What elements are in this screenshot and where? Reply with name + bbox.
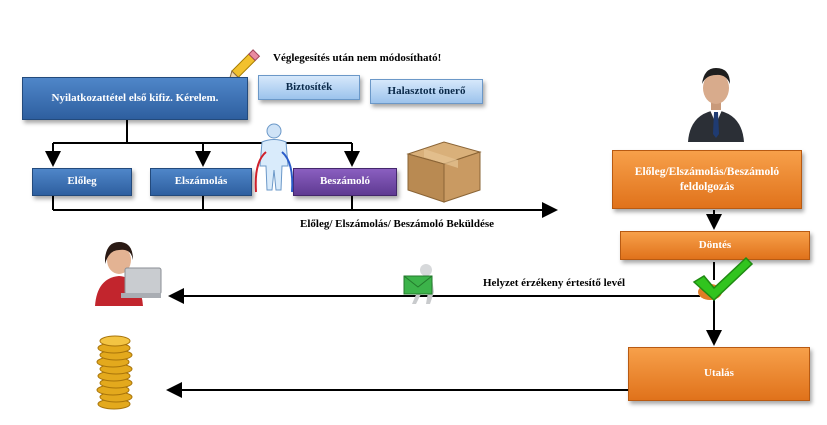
decision-box: Döntés [620,231,810,260]
advance-box: Előleg [32,168,132,196]
pencil-icon [228,49,261,81]
report-box: Beszámoló [293,168,397,196]
coins-icon [96,335,133,410]
check-icon [692,256,754,302]
submission-label: Előleg/ Elszámolás/ Beszámoló Beküldése [300,218,495,230]
mail-runner-icon [403,264,434,304]
settlement-box: Elszámolás [150,168,252,196]
user-laptop-icon [95,242,162,306]
guarantee-box: Biztosíték [258,75,360,100]
notification-label: Helyzet érzékeny értesítő levél [483,277,626,289]
package-icon [406,141,482,203]
deferred-own-share-box: Halasztott önerő [370,79,483,104]
network-person-icon [254,123,294,193]
transfer-box: Utalás [628,347,810,401]
request-box: Nyilatkozattétel első kifiz. Kérelem. [22,77,248,120]
warning-note: Véglegesítés után nem módosítható! [273,52,442,64]
manager-icon [688,68,744,142]
processing-box: Előleg/Elszámolás/Beszámoló feldolgozás [612,150,802,209]
